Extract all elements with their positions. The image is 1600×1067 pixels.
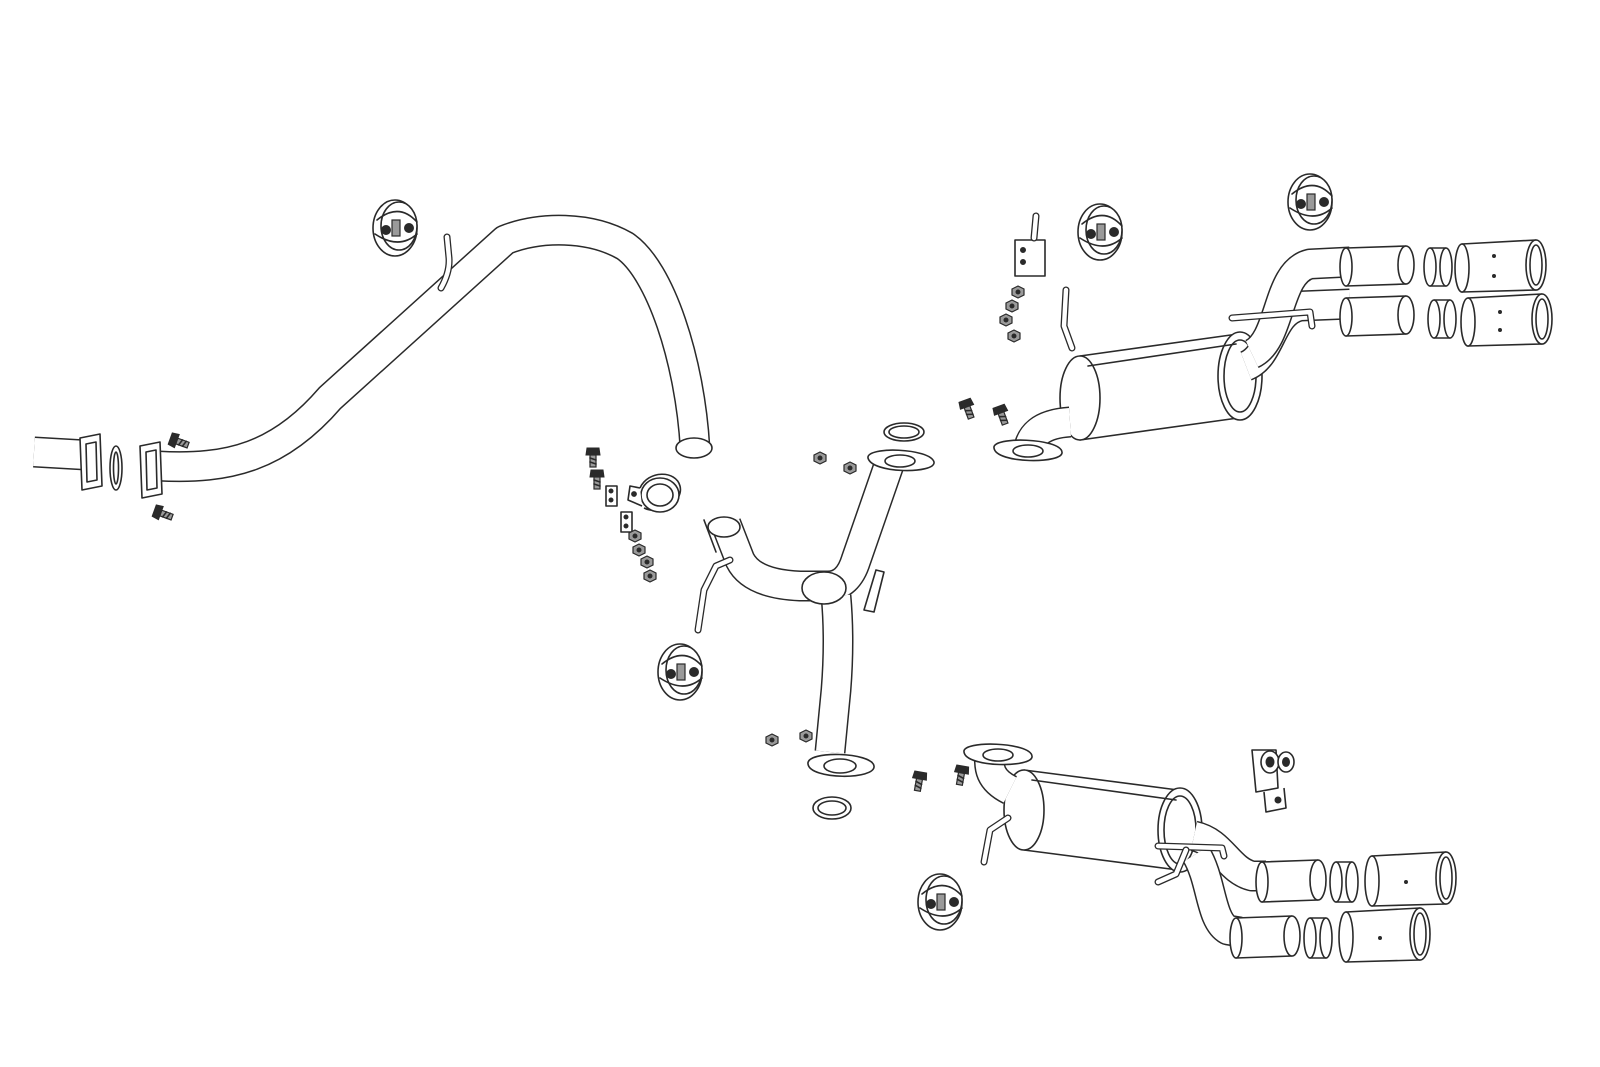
upper-exhaust-tip-1 bbox=[1454, 239, 1547, 293]
upper-bracket-nut-4 bbox=[1007, 329, 1021, 343]
lower-tail-pipe-1 bbox=[1255, 859, 1327, 903]
y-pipe-nut-2 bbox=[843, 461, 857, 475]
rubber-hanger-5 bbox=[917, 873, 963, 931]
band-clamp bbox=[627, 473, 682, 513]
upper-tail-pipe-1 bbox=[1339, 245, 1415, 287]
y-pipe-top-gasket bbox=[883, 422, 925, 442]
y-pipe-nut-1 bbox=[813, 451, 827, 465]
clamp-bracket-1 bbox=[605, 485, 618, 507]
upper-muffler bbox=[1012, 246, 1351, 455]
front-gasket bbox=[109, 445, 123, 491]
rubber-hanger-3 bbox=[1077, 203, 1123, 261]
lower-flange-bolt-2 bbox=[951, 764, 971, 787]
upper-flange-bolt-2 bbox=[991, 403, 1013, 428]
rubber-hanger-4 bbox=[1287, 173, 1333, 231]
lower-tip-ring-1 bbox=[1329, 861, 1359, 903]
front-flange-bolt-bottom bbox=[151, 503, 176, 525]
y-pipe bbox=[694, 456, 905, 754]
upper-bracket-nut-2 bbox=[1005, 299, 1019, 313]
front-flange-bolt-top bbox=[167, 431, 192, 453]
y-pipe-nut-3 bbox=[765, 733, 779, 747]
clamp-nut-3 bbox=[640, 555, 654, 569]
upper-bracket-nut-3 bbox=[999, 313, 1013, 327]
lower-muffler-inlet-flange bbox=[963, 743, 1033, 766]
y-pipe-bottom-flange bbox=[807, 753, 875, 778]
upper-hanger-bracket bbox=[1014, 212, 1046, 277]
clamp-nut-4 bbox=[643, 569, 657, 583]
upper-flange-bolt-1 bbox=[957, 397, 979, 422]
upper-exhaust-tip-2 bbox=[1460, 293, 1553, 347]
front-flange-right bbox=[139, 441, 163, 499]
clamp-nut-1 bbox=[628, 529, 642, 543]
clamp-bracket-2 bbox=[620, 511, 633, 533]
upper-tip-ring-1 bbox=[1423, 247, 1453, 287]
lower-exhaust-tip-1 bbox=[1364, 851, 1457, 907]
lower-exhaust-tip-2 bbox=[1338, 907, 1431, 963]
y-pipe-bottom-gasket bbox=[812, 796, 852, 820]
rubber-hanger-2 bbox=[657, 643, 703, 701]
lower-tip-ring-2 bbox=[1303, 917, 1333, 959]
y-pipe-nut-4 bbox=[799, 729, 813, 743]
upper-muffler-inlet-flange bbox=[993, 439, 1063, 462]
clamp-nut-2 bbox=[632, 543, 646, 557]
lower-muffler bbox=[973, 750, 1268, 948]
lower-tail-pipe-2 bbox=[1229, 915, 1301, 959]
y-pipe-top-flange bbox=[867, 449, 935, 472]
lower-hanger-bracket bbox=[1251, 749, 1295, 813]
clamp-bolt-2 bbox=[589, 469, 605, 490]
upper-tip-ring-2 bbox=[1427, 299, 1457, 339]
lower-flange-bolt-1 bbox=[909, 770, 929, 793]
rubber-hanger-1 bbox=[372, 199, 418, 257]
upper-bracket-nut-1 bbox=[1011, 285, 1025, 299]
front-flange-left bbox=[79, 433, 103, 491]
upper-tail-pipe-2 bbox=[1339, 295, 1415, 337]
front-pipe bbox=[33, 214, 713, 483]
clamp-bolt-1 bbox=[585, 447, 601, 468]
